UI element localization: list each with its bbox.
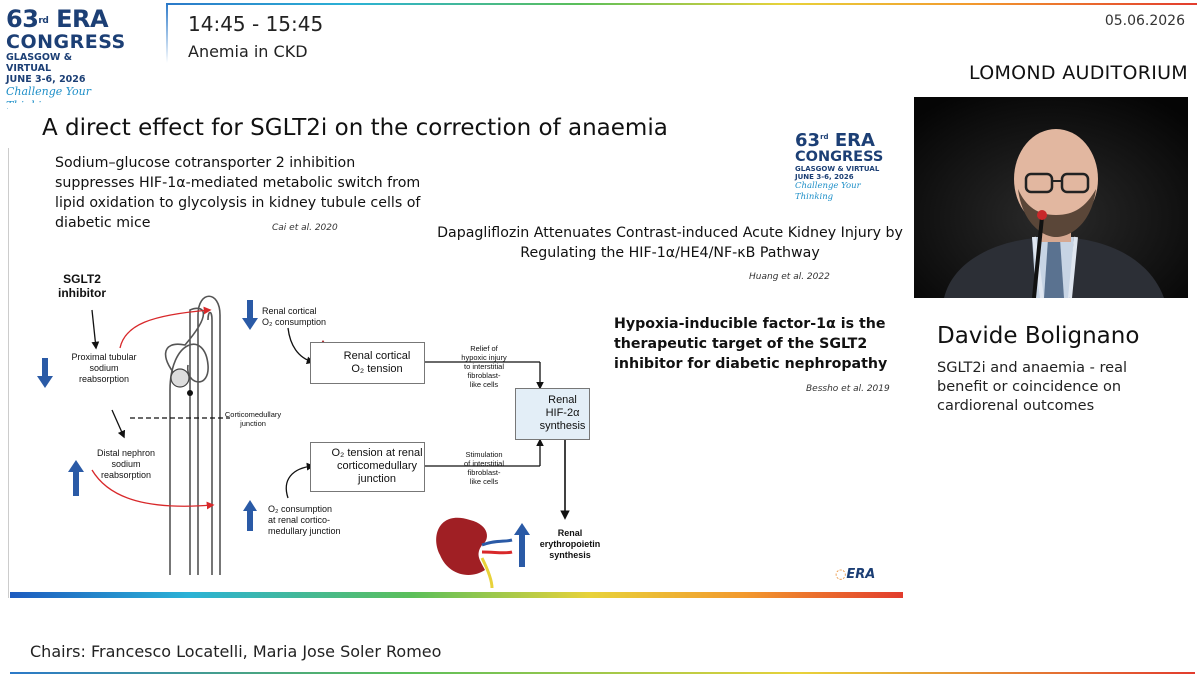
- cm-o2-consumption-label: O₂ consumption at renal cortico- medulla…: [268, 504, 341, 536]
- cm-tension-box: [310, 442, 425, 492]
- frame-top-gradient: [166, 3, 1197, 5]
- sglt2-mechanism-diagram: SGLT2 inhibitor Proximal tubular sodium …: [30, 270, 610, 590]
- nephron-icon: [164, 295, 221, 575]
- glomerulus-icon: [170, 368, 190, 388]
- logo-congress: CONGRESS: [6, 31, 126, 53]
- slide-logo-dates: JUNE 3-6, 2026: [795, 173, 854, 181]
- diagram-svg: [91, 295, 570, 575]
- paper2-reference: Huang et al. 2022: [749, 272, 830, 282]
- congress-logo: 63rd ERA CONGRESS GLASGOW & VIRTUAL JUNE…: [6, 5, 126, 112]
- epo-synthesis-label: Renal erythropoietin synthesis: [539, 528, 601, 560]
- slide-logo-tagline: Challenge Your Thinking: [795, 181, 861, 202]
- slide-logo-edition: 63: [795, 130, 821, 151]
- hif-synthesis-label: Renal HIF-2α synthesis: [539, 394, 586, 432]
- logo-edition: 63: [6, 5, 39, 33]
- paper1-reference: Cai et al. 2020: [272, 223, 338, 233]
- hif-synthesis-box: [515, 388, 590, 440]
- paper3-reference: Bessho et al. 2019: [806, 384, 890, 394]
- frame-bottom-gradient: [10, 672, 1195, 674]
- slide-logo-location: GLASGOW & VIRTUAL: [795, 165, 880, 173]
- slide-logo-name: ERA: [834, 130, 875, 151]
- speaker-silhouette: [914, 97, 1188, 298]
- stimulation-label: Stimulation of interstitial fibroblast- …: [463, 450, 505, 486]
- paper2-title: Dapagliflozin Attenuates Contrast-induce…: [437, 225, 903, 261]
- frame-left-gradient: [166, 3, 168, 63]
- session-time: 14:45 - 15:45: [188, 12, 324, 36]
- speaker-name: Davide Bolignano: [937, 323, 1140, 349]
- slide-congress-logo: 63rd ERA CONGRESS GLASGOW & VIRTUAL JUNE…: [795, 128, 887, 202]
- logo-dates: JUNE 3-6, 2026: [6, 74, 86, 85]
- cortical-o2-consumption-label: Renal cortical O₂ consumption: [262, 306, 327, 327]
- cortical-tension-box: [310, 342, 425, 384]
- session-title: Anemia in CKD: [188, 42, 308, 61]
- logo-name: ERA: [56, 5, 109, 33]
- session-chairs: Chairs: Francesco Locatelli, Maria Jose …: [30, 642, 442, 661]
- logo-location: GLASGOW & VIRTUAL: [6, 52, 72, 74]
- cm-tension-label: O₂ tension at renal corticomedullary jun…: [331, 447, 423, 485]
- era-slide-mark: ◌ERA: [835, 567, 876, 582]
- slide-bottom-gradient: [10, 592, 903, 598]
- session-room: LOMOND AUDITORIUM: [969, 62, 1188, 84]
- logo-edition-suffix: rd: [38, 16, 49, 26]
- paper1-title: Sodium–glucose cotransporter 2 inhibitio…: [55, 155, 421, 231]
- relief-label: Relief of hypoxic injury to interstitial…: [461, 344, 507, 389]
- session-date: 05.06.2026: [1104, 13, 1185, 29]
- cortical-tension-label: Renal cortical O₂ tension: [343, 350, 411, 375]
- slide-left-border: [8, 148, 9, 598]
- proximal-reabsorption-label: Proximal tubular sodium reabsorption: [71, 352, 137, 384]
- sglt2-inhibitor-label: SGLT2 inhibitor: [58, 272, 106, 300]
- distal-reabsorption-label: Distal nephron sodium reabsorption: [96, 448, 156, 480]
- junction-label: Corticomedullary junction: [224, 410, 282, 428]
- paper3-title: Hypoxia-inducible factor-1α is the thera…: [614, 316, 888, 372]
- speaker-talk-title: SGLT2i and anaemia - real benefit or coi…: [937, 360, 1127, 414]
- era-swirl-icon: ◌: [835, 567, 847, 582]
- slide-logo-edition-suffix: rd: [820, 133, 829, 141]
- slide-logo-congress: CONGRESS: [795, 149, 884, 165]
- slide-title: A direct effect for SGLT2i on the correc…: [42, 115, 668, 141]
- speaker-video[interactable]: [914, 97, 1188, 298]
